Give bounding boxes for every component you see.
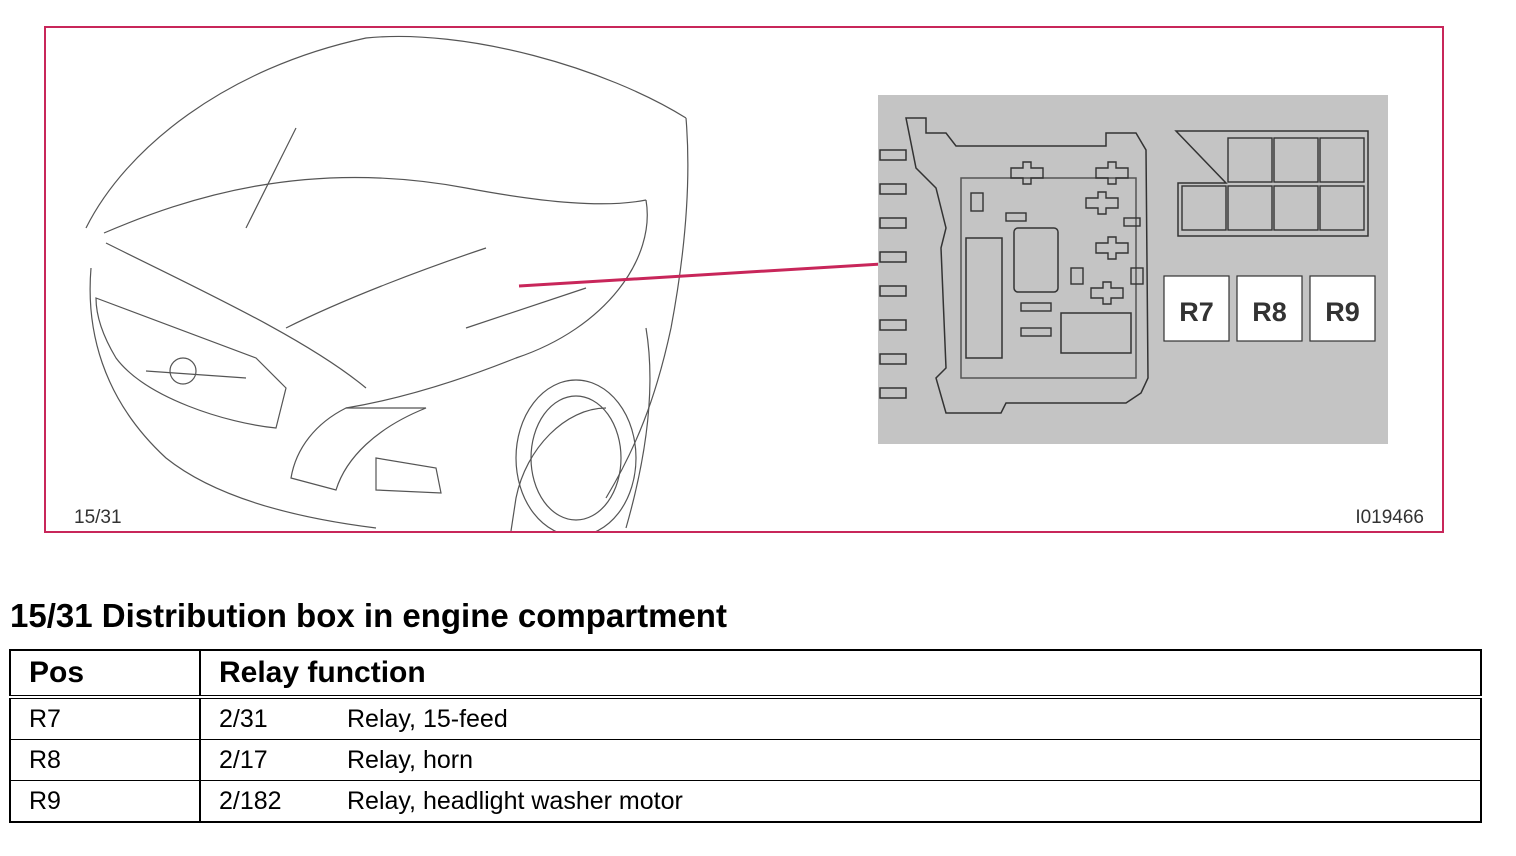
cell-code: 2/31 [219,704,268,733]
figure-number: 15/31 [74,507,122,528]
figure-image-id: I019466 [1355,507,1424,528]
car-line-art [85,35,689,531]
distribution-box-outline [905,117,1369,414]
cell-pos: R7 [9,697,201,740]
relay-table: Pos Relay function R7 2/31 Relay, 15-feed… [9,649,1482,823]
relay-slot-label: R9 [1325,297,1360,327]
cell-pos: R8 [9,739,201,781]
header-relay-function: Relay function [200,649,1482,699]
header-pos: Pos [9,649,201,699]
page-heading: 15/31 Distribution box in engine compart… [10,597,727,634]
pointer-line [518,260,915,288]
cell-code: 2/17 [219,745,268,774]
figure-frame: R7 R8 R9 15/31 I019466 [44,26,1444,533]
cell-description: Relay, headlight washer motor [347,786,683,815]
cell-pos: R9 [9,780,201,823]
relay-slot-label: R7 [1179,297,1214,327]
fuse-slots [970,161,1144,337]
cell-relay-function: 2/31 Relay, 15-feed [200,697,1482,740]
cell-relay-function: 2/182 Relay, headlight washer motor [200,780,1482,823]
cell-relay-function: 2/17 Relay, horn [200,739,1482,781]
cell-description: Relay, 15-feed [347,704,508,733]
connector-stubs [879,149,907,399]
distribution-box-panel [878,95,1388,444]
cell-description: Relay, horn [347,745,473,774]
relay-slot-r9: R9 [1309,275,1376,342]
table-row: R7 2/31 Relay, 15-feed [9,697,1482,740]
cell-code: 2/182 [219,786,282,815]
relay-slot-r8: R8 [1236,275,1303,342]
table-row: R8 2/17 Relay, horn [9,739,1482,781]
table-header-row: Pos Relay function [9,649,1482,699]
distribution-box-illustration: R7 R8 R9 [85,35,1388,531]
relay-slot-label: R8 [1252,297,1287,327]
table-row: R9 2/182 Relay, headlight washer motor [9,780,1482,823]
relay-module-grid [1181,137,1365,231]
relay-slot-r7: R7 [1163,275,1230,342]
